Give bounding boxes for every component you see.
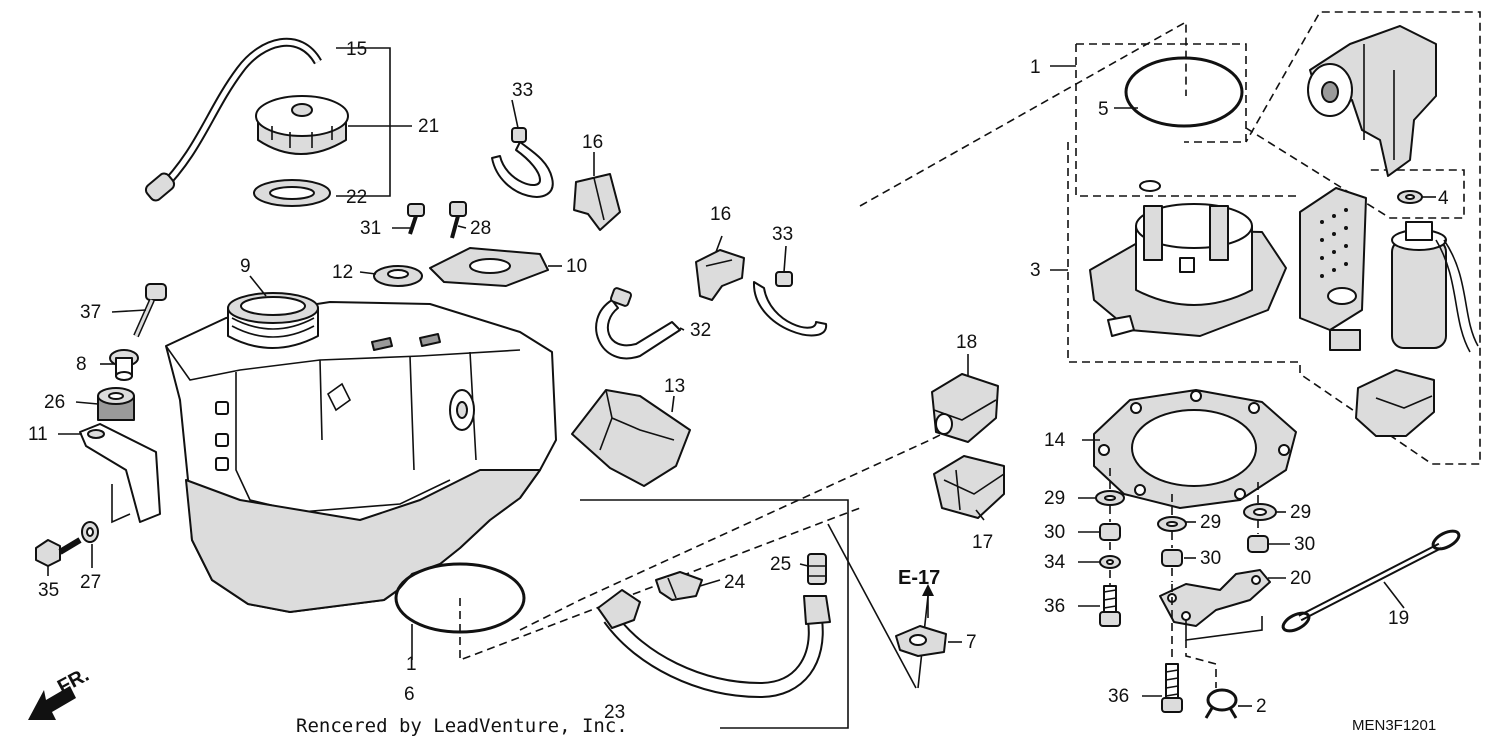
callout-3: 3 [1030, 260, 1041, 281]
callout-28: 28 [470, 218, 491, 239]
hose-clamp-part-32 [595, 287, 681, 360]
breather-tube-part [144, 37, 322, 202]
callout-32: 32 [690, 320, 711, 341]
callout-8: 8 [76, 354, 87, 375]
grommet-12-part [373, 265, 423, 287]
packing-14-part [1093, 389, 1297, 509]
callout-12: 12 [332, 262, 353, 283]
fuel-hose-guide-13-part [571, 389, 691, 487]
washer-27-part [81, 521, 99, 543]
callout-2: 2 [1256, 696, 1267, 717]
callout-17: 17 [972, 532, 993, 553]
pump-connector-part [1307, 25, 1437, 177]
clip-2-part [1204, 688, 1238, 719]
callout-18: 18 [956, 332, 977, 353]
hose-clamp-part-b [752, 271, 828, 337]
joint-25-part [807, 553, 827, 585]
nut-30c-part [1247, 535, 1269, 553]
joint-7-part [895, 625, 947, 657]
nut-30a-part [1099, 523, 1121, 541]
bolt-31-part [407, 203, 425, 235]
callout-21: 21 [418, 116, 439, 137]
rubber-18-part [931, 373, 999, 443]
hose-clip-24-part [655, 571, 703, 601]
cap-gasket-part [253, 179, 331, 207]
callout-23: 23 [604, 702, 625, 723]
callout-36a: 36 [1044, 596, 1065, 617]
callout-20: 20 [1290, 568, 1311, 589]
callout-30b: 30 [1200, 548, 1221, 569]
callout-19: 19 [1388, 608, 1409, 629]
setting-plate-10-part [429, 247, 549, 287]
callout-6: 6 [404, 684, 415, 705]
fuel-pump-base-3-part [1089, 180, 1287, 337]
washer-29a-part [1095, 490, 1125, 506]
setting-plate-20-part [1159, 569, 1271, 627]
nut-30b-part [1161, 549, 1183, 567]
stay-bracket-11-part [79, 423, 161, 524]
washer-29c-part [1243, 503, 1277, 521]
callout-25: 25 [770, 554, 791, 575]
rubber-17-part [933, 455, 1005, 519]
rubber-cushion-part-a [573, 173, 621, 231]
washer-29b-part [1157, 516, 1187, 532]
callout-22: 22 [346, 187, 367, 208]
fuel-feed-hose-23-part [597, 589, 831, 699]
callout-29c: 29 [1290, 502, 1311, 523]
callout-27: 27 [80, 572, 101, 593]
callout-36b: 36 [1108, 686, 1129, 707]
callout-7: 7 [966, 632, 977, 653]
fuel-tank-part [165, 292, 557, 613]
hose-clamp-part-a [491, 127, 554, 198]
bolt-36b-part [1161, 663, 1183, 713]
callout-26: 26 [44, 392, 65, 413]
callout-13: 13 [664, 376, 685, 397]
o-ring-5-part [1124, 56, 1244, 128]
callout-9: 9 [240, 256, 251, 277]
callout-10: 10 [566, 256, 587, 277]
callout-labels: 15 21 22 33 16 31 28 12 10 9 37 8 26 11 … [28, 39, 1449, 723]
callout-30c: 30 [1294, 534, 1315, 555]
arrow-to-e17 [922, 584, 934, 618]
callout-31: 31 [360, 218, 381, 239]
pump-filter-part [1299, 187, 1367, 351]
front-direction-arrow [28, 686, 76, 720]
callout-4: 4 [1438, 188, 1449, 209]
pump-holder-part [1355, 369, 1435, 437]
callout-34: 34 [1044, 552, 1066, 573]
callout-1a: 1 [406, 654, 417, 675]
callout-30a: 30 [1044, 522, 1065, 543]
leader-lines [47, 99, 1405, 707]
callout-16b: 16 [710, 204, 731, 225]
drawing-code: MEN3F1201 [1352, 717, 1436, 734]
callout-15: 15 [346, 39, 367, 60]
rubber-cushion-part-b [695, 249, 745, 301]
callout-14: 14 [1044, 430, 1066, 451]
strap-19-part [1281, 529, 1461, 633]
callout-16a: 16 [582, 132, 603, 153]
callout-24: 24 [724, 572, 746, 593]
credit-text: Rencered by LeadVenture, Inc. [296, 715, 628, 737]
rubber-mount-26-part [97, 387, 135, 421]
bolt-28-part [449, 201, 467, 239]
fuel-pump-motor-part [1391, 221, 1479, 353]
callout-5: 5 [1098, 99, 1109, 120]
bolt-35-part [35, 537, 82, 567]
bolt-37-part [133, 283, 167, 338]
washer-4-part [1397, 190, 1423, 204]
washer-34-part [1099, 555, 1121, 569]
callout-1b: 1 [1030, 57, 1041, 78]
reference-e17-label: E-17 [898, 567, 940, 589]
fuel-cap-part [255, 95, 349, 155]
callout-35: 35 [38, 580, 59, 601]
collar-8-part [109, 349, 139, 381]
callout-11: 11 [28, 424, 48, 445]
bolt-36a-part [1099, 585, 1121, 627]
callout-33a: 33 [512, 80, 533, 101]
callout-33b: 33 [772, 224, 793, 245]
callout-29a: 29 [1044, 488, 1065, 509]
callout-37: 37 [80, 302, 101, 323]
callout-29b: 29 [1200, 512, 1221, 533]
